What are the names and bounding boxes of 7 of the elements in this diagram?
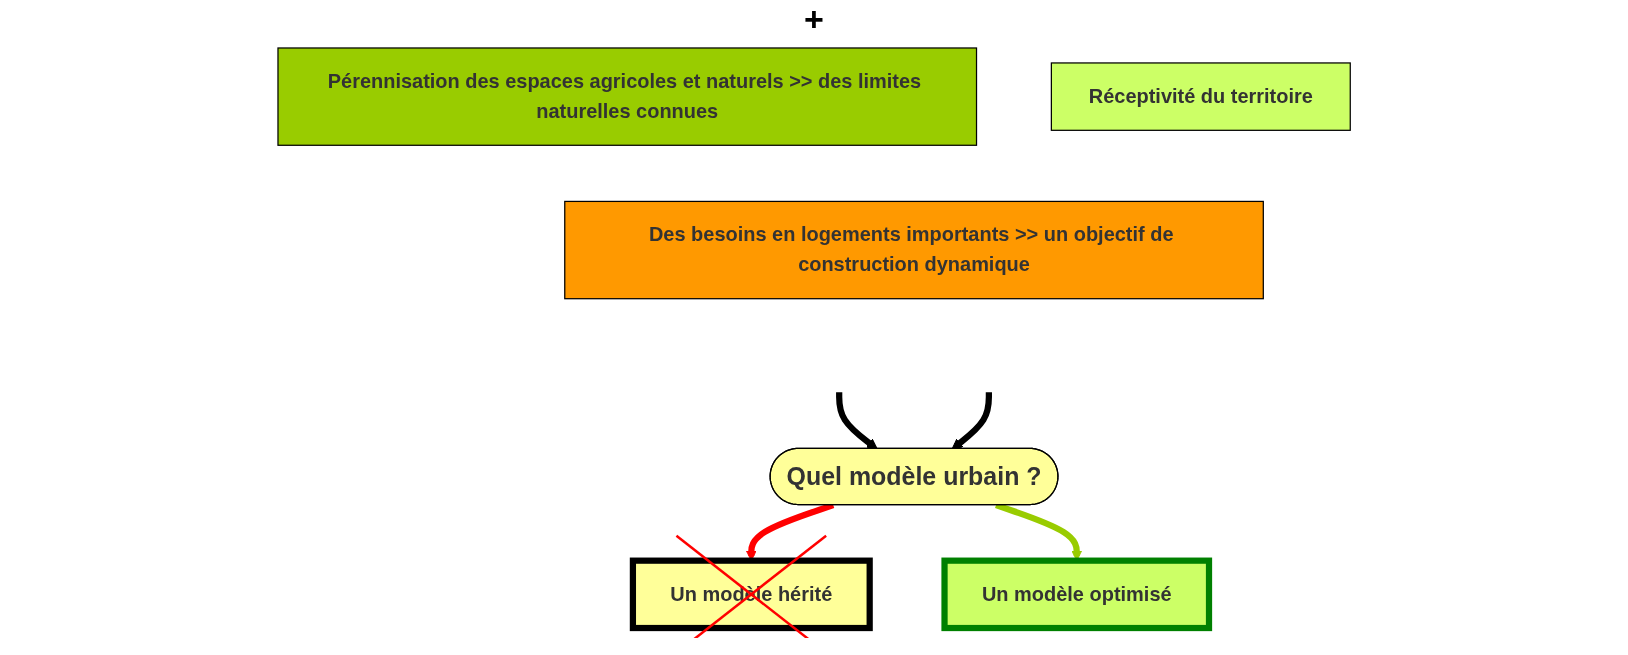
arrow <box>951 392 992 450</box>
node-box: Pérennisation des espaces agricoles et naturels >> des limites naturelles connues <box>277 47 978 146</box>
arrow <box>835 392 878 450</box>
node-box: Des besoins en logements importants >> un objectif de construction dynamique <box>564 200 1264 300</box>
node-box: Un modèle optimisé <box>941 557 1212 632</box>
plus-sign: + <box>804 0 824 38</box>
node-box: Réceptivité du territoire <box>1050 62 1351 131</box>
